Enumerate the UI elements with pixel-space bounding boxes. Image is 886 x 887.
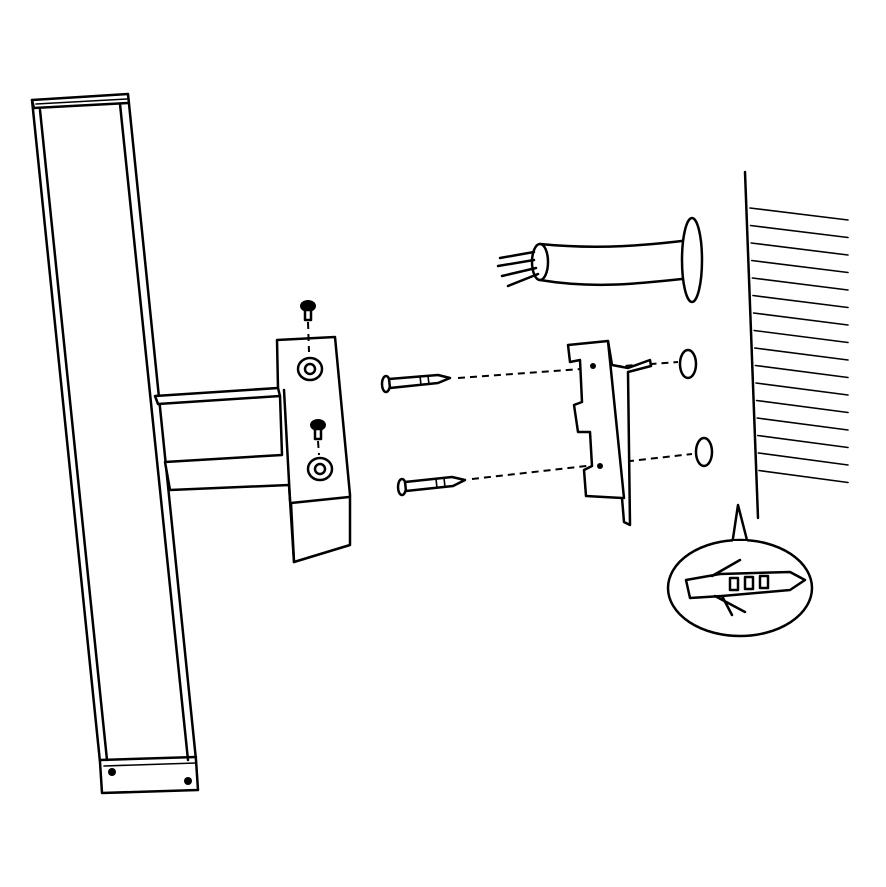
mounting-arm — [153, 335, 352, 564]
wall-hatch-line — [753, 347, 849, 361]
wall-hatch-line — [756, 417, 849, 431]
block-screw-icon — [306, 456, 334, 482]
wall-hatch-line — [749, 224, 849, 239]
wall-hatch-line — [756, 434, 849, 449]
wall-hole-icon — [694, 436, 714, 468]
set-screw-icon — [310, 419, 326, 456]
wall-hatch-line — [754, 364, 849, 379]
wall-hatch-line — [757, 452, 849, 466]
end-cap-screw-icon — [108, 768, 116, 776]
wall-plug-icon — [684, 558, 807, 617]
wall-hatch-line — [750, 242, 849, 256]
wall-hatch-line — [755, 399, 849, 414]
wall-hatch-line — [758, 469, 849, 484]
power-cable — [496, 216, 704, 304]
mounting-bracket — [566, 339, 653, 527]
wall-hatch-line — [749, 207, 849, 221]
set-screw-icon — [300, 300, 316, 353]
block-screw-icon — [296, 356, 324, 382]
end-cap-screw-icon — [184, 777, 192, 785]
wall-hatch-line — [752, 312, 849, 326]
light-bar — [30, 92, 200, 795]
wall — [743, 170, 849, 520]
wall-screw-icon — [396, 475, 467, 497]
wall-hole-icon — [678, 348, 698, 380]
wall-hatch-line — [752, 294, 849, 309]
wall-hatch-line — [755, 382, 849, 396]
wall-screw-icon — [380, 373, 452, 394]
wall-hatch-line — [751, 277, 849, 291]
wall-hatch-line — [753, 329, 849, 344]
wall-plug-callout — [666, 503, 814, 638]
wall-hatch-line — [750, 259, 849, 274]
